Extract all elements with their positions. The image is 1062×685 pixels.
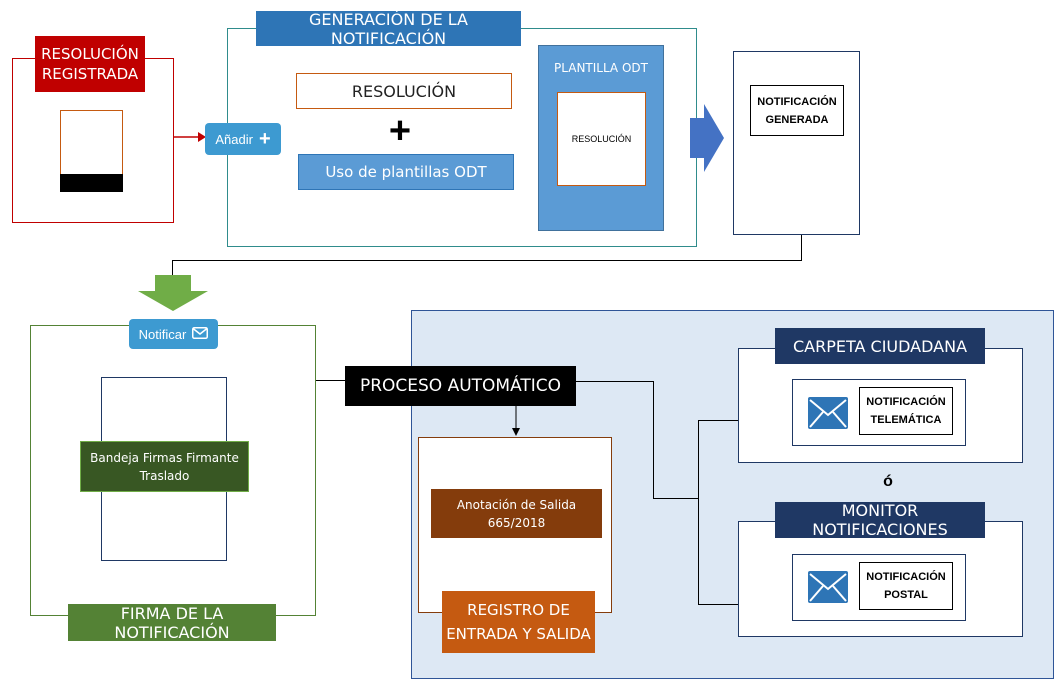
down-arrow [510, 406, 522, 436]
notificacion-telematica-label: NOTIFICACIÓN TELEMÁTICA [859, 387, 953, 435]
envelope-icon [808, 571, 848, 603]
anadir-label: Añadir [215, 131, 253, 147]
mail-icon [192, 326, 209, 342]
anotacion-label: Anotación de Salida 665/2018 [431, 489, 602, 538]
monitor-title: MONITOR NOTIFICACIONES [775, 501, 985, 539]
carpeta-title: CARPETA CIUDADANA [775, 328, 985, 364]
red-connector-arrow [174, 130, 206, 144]
plus-sign: + [388, 109, 412, 152]
notificar-button[interactable]: Notificar [129, 319, 218, 349]
green-down-arrow-icon [138, 275, 208, 311]
plantillas-label: Uso de plantillas ODT [298, 154, 514, 190]
resolucion-label: RESOLUCIÓN [296, 73, 512, 109]
firma-title: FIRMA DE LA NOTIFICACIÓN [68, 604, 276, 642]
blue-arrow-icon [690, 104, 724, 172]
bandeja-label: Bandeja Firmas Firmante Traslado [80, 441, 249, 492]
plus-icon: + [258, 128, 271, 150]
proceso-automatico-label: PROCESO AUTOMÁTICO [345, 366, 576, 406]
or-label: ó [883, 473, 893, 490]
notificacion-generada-label: NOTIFICACIÓN GENERADA [750, 85, 844, 136]
anadir-button[interactable]: Añadir + [205, 123, 281, 155]
notificacion-postal-label: NOTIFICACIÓN POSTAL [859, 562, 953, 610]
plantilla-odt-doc: RESOLUCIÓN [557, 92, 646, 186]
notificacion-generada-box [733, 51, 860, 235]
registro-title: REGISTRO DE ENTRADA Y SALIDA [442, 591, 595, 653]
generacion-title: GENERACIÓN DE LA NOTIFICACIÓN [256, 10, 521, 48]
document-icon [60, 110, 123, 192]
envelope-icon [808, 397, 848, 429]
resolucion-registrada-title: RESOLUCIÓN REGISTRADA [35, 36, 145, 92]
plantilla-odt-title: PLANTILLA ODT [554, 61, 648, 75]
notificar-label: Notificar [138, 326, 187, 342]
